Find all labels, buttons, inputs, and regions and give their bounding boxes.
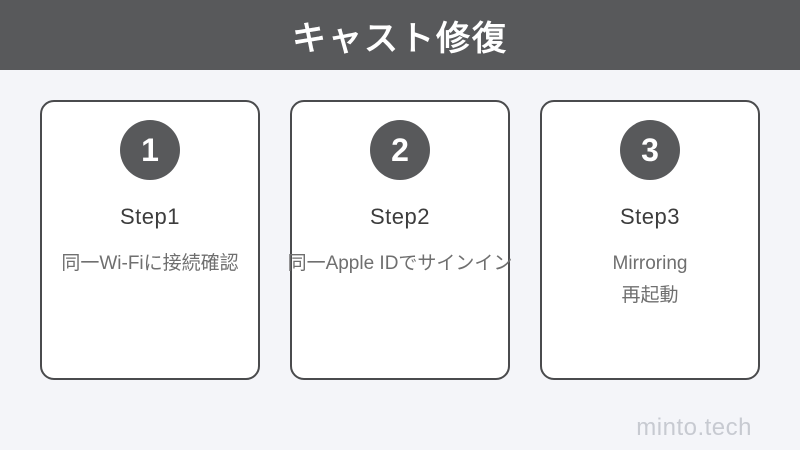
step-description: 同一Apple IDでサインイン: [288, 248, 513, 280]
step-card-1: 1 Step1 同一Wi-Fiに接続確認: [40, 100, 260, 380]
step-description-line: 再起動: [621, 285, 679, 306]
step-description: 同一Wi-Fiに接続確認: [42, 248, 258, 280]
step-description: Mirroring 再起動: [542, 248, 758, 312]
step-number: 3: [641, 132, 659, 168]
page-title: キャスト修復: [292, 19, 508, 58]
watermark: minto.tech: [636, 414, 752, 441]
step-label: Step3: [620, 204, 680, 229]
step-number: 2: [391, 132, 409, 168]
step-label: Step2: [370, 204, 430, 229]
step-number-circle: 1: [120, 120, 180, 180]
step-number-circle: 2: [370, 120, 430, 180]
header-bar: キャスト修復: [0, 0, 800, 70]
steps-container: 1 Step1 同一Wi-Fiに接続確認 2 Step2 同一Apple IDで…: [0, 100, 800, 380]
step-description-line: 同一Wi-Fiに接続確認: [61, 253, 239, 274]
step-description-line: 同一Apple IDでサインイン: [287, 253, 513, 274]
step-description-line: Mirroring: [612, 253, 688, 274]
step-number-circle: 3: [620, 120, 680, 180]
step-label: Step1: [120, 204, 180, 229]
step-card-2: 2 Step2 同一Apple IDでサインイン: [288, 100, 513, 380]
step-card-3: 3 Step3 Mirroring 再起動: [540, 100, 760, 380]
step-number: 1: [141, 132, 159, 168]
